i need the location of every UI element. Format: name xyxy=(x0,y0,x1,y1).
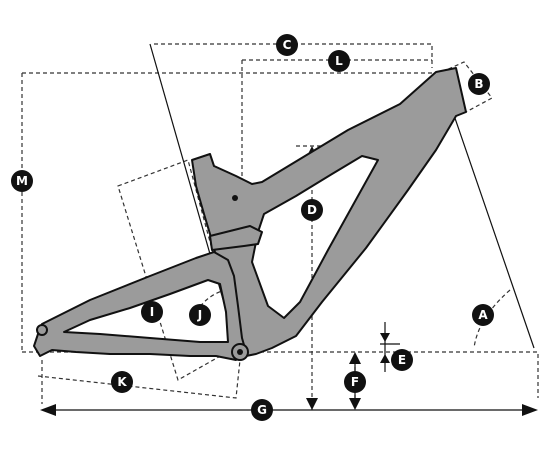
badge-d: D xyxy=(301,199,323,221)
label-e: E xyxy=(398,353,406,367)
badge-b: B xyxy=(468,73,490,95)
label-l: L xyxy=(335,54,343,68)
label-f: F xyxy=(351,375,359,389)
label-b: B xyxy=(474,77,483,91)
dim-f-arrow-bottom xyxy=(349,398,361,410)
badge-g: G xyxy=(251,399,273,421)
label-a: A xyxy=(478,308,488,322)
dim-m-line xyxy=(21,72,440,352)
dim-g-arrow-right xyxy=(522,404,538,416)
label-c: C xyxy=(283,38,292,52)
label-k: K xyxy=(117,375,127,389)
shock-mount xyxy=(209,225,263,251)
badge-a: A xyxy=(472,304,494,326)
head-angle-line xyxy=(445,91,535,349)
dim-e-arrow-up xyxy=(380,354,390,363)
label-i: I xyxy=(150,305,154,319)
dim-f-arrow-top xyxy=(349,352,361,364)
dim-b-line xyxy=(441,61,493,113)
badge-j: J xyxy=(189,304,211,326)
label-d: D xyxy=(307,203,317,217)
badge-m: M xyxy=(11,170,33,192)
label-m: M xyxy=(16,174,28,188)
badge-c: C xyxy=(276,34,298,56)
dim-g-arrow-left xyxy=(40,404,56,416)
bb-center xyxy=(237,349,243,355)
dim-e-arrow-down xyxy=(380,333,390,342)
badge-k: K xyxy=(111,371,133,393)
bike-frame xyxy=(33,67,467,361)
dim-k-line xyxy=(37,359,241,399)
dim-d-arrow-bottom xyxy=(306,398,318,410)
bb-level-line xyxy=(22,351,539,398)
label-g: G xyxy=(257,403,267,417)
label-j: J xyxy=(197,308,202,322)
rear-dropout xyxy=(36,324,48,336)
pivot-dot xyxy=(232,195,238,201)
rear-triangle xyxy=(33,251,247,361)
badge-e: E xyxy=(391,349,413,371)
badge-i: I xyxy=(141,301,163,323)
badge-l: L xyxy=(328,50,350,72)
badge-f: F xyxy=(344,371,366,393)
